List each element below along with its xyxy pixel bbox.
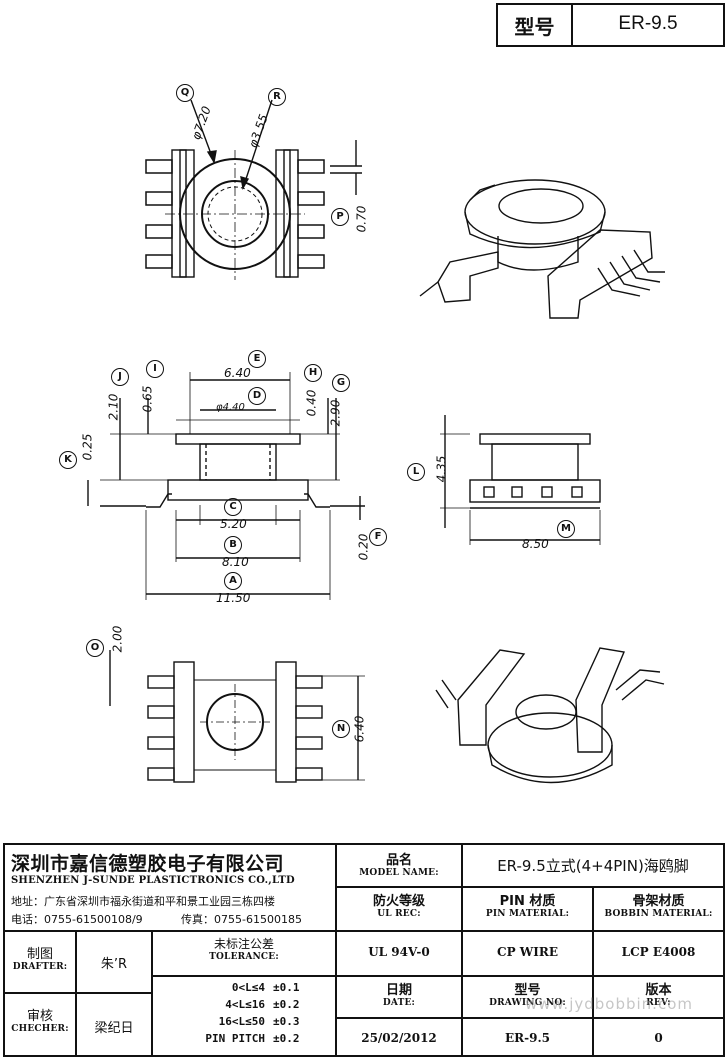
date-label: 日期 DATE: <box>337 979 461 1008</box>
dim-g: 2.90 <box>328 399 343 427</box>
model-name-cn: 品名 <box>385 853 412 868</box>
tolerance-range: 4<L≤16 <box>225 998 265 1011</box>
label-k: K <box>59 451 77 469</box>
tolerance-range: PIN PITCH <box>205 1032 265 1045</box>
label-m: M <box>557 520 575 538</box>
label-a: A <box>224 572 242 590</box>
date-en: DATE: <box>382 998 416 1008</box>
bobbin-material-value: LCP E4008 <box>621 945 696 959</box>
tolerance-value: ±0.3 <box>273 1015 300 1028</box>
checker-label: 审核 CHECHER: <box>5 1005 75 1034</box>
technical-drawing <box>87 99 665 784</box>
label-q: Q <box>176 84 194 102</box>
pin-material-cn: PIN 材质 <box>499 894 556 909</box>
company-phone: 电话：0755-61500108/9 <box>11 913 143 926</box>
dim-m: 8.50 <box>522 537 549 551</box>
dim-b: 8.10 <box>222 555 249 569</box>
dim-a: 11.50 <box>216 591 251 605</box>
front-view <box>87 372 365 600</box>
rev-en: REV: <box>646 998 671 1008</box>
drawing-no-en: DRAWING NO: <box>489 998 566 1008</box>
label-i: I <box>146 360 164 378</box>
date-cn: 日期 <box>385 983 412 998</box>
bobbin-material-cn: 骨架材质 <box>632 894 685 909</box>
dim-i: 0.65 <box>140 385 155 413</box>
label-d: D <box>248 387 266 405</box>
checker-value: 梁纪日 <box>94 1021 134 1036</box>
tolerance-value: ±0.1 <box>273 981 300 994</box>
drawing-no-value: ER-9.5 <box>505 1031 550 1045</box>
company-fax: 传真：0755-61500185 <box>181 913 302 926</box>
drawing-no-cn: 型号 <box>514 983 541 998</box>
model-name-value: ER-9.5立式(4+4PIN)海鸥脚 <box>497 857 689 875</box>
company-name-en: SHENZHEN J-SUNDE PLASTICTRONICS CO.,LTD <box>11 875 295 886</box>
ul-rec-en: UL REC: <box>377 909 421 919</box>
label-g: G <box>332 374 350 392</box>
label-c: C <box>224 498 242 516</box>
header-type-value: ER-9.5 <box>618 13 678 34</box>
label-p: P <box>331 208 349 226</box>
dim-k: 0.25 <box>80 433 95 461</box>
label-n: N <box>332 720 350 738</box>
model-name-en: MODEL NAME: <box>359 868 439 878</box>
title-block: 深圳市嘉信德塑胶电子有限公司 SHENZHEN J-SUNDE PLASTICT… <box>3 843 725 1057</box>
ul-rec-cn: 防火等级 <box>372 894 425 909</box>
rev-value: 0 <box>654 1031 663 1045</box>
company-name-cn: 深圳市嘉信德塑胶电子有限公司 <box>11 853 285 875</box>
tolerance-range: 0<L≤4 <box>231 981 265 994</box>
checker-en: CHECHER: <box>11 1024 69 1034</box>
tolerance-range: 16<L≤50 <box>218 1015 265 1028</box>
model-name-label: 品名 MODEL NAME: <box>337 849 461 878</box>
pin-material-value: CP WIRE <box>497 945 558 959</box>
drafter-value: 朱’R <box>100 957 128 972</box>
drafter-en: DRAFTER: <box>12 962 68 972</box>
model-header-box: 型号 ER-9.5 <box>496 3 725 47</box>
side-view <box>440 415 601 545</box>
label-j: J <box>111 368 129 386</box>
dim-l: 4.35 <box>434 455 449 483</box>
dim-n: 6.40 <box>352 715 367 743</box>
watermark: www.jydbobbin.com <box>525 995 693 1013</box>
dim-e: 6.40 <box>224 366 251 380</box>
drafter-cn: 制图 <box>26 947 53 962</box>
ul-value: UL 94V-0 <box>368 945 430 959</box>
header-type-label: 型号 <box>514 15 555 39</box>
dim-f: 0.20 <box>356 533 371 561</box>
rev-label: 版本 REV: <box>594 979 723 1008</box>
checker-cn: 审核 <box>26 1009 53 1024</box>
tolerance-value: ±0.2 <box>273 998 300 1011</box>
dim-d: φ4.40 <box>216 402 245 413</box>
tolerance-value: ±0.2 <box>273 1032 300 1045</box>
bobbin-material-en: BOBBIN MATERIAL: <box>604 909 713 919</box>
tolerance-en: TOLERANCE: <box>209 952 279 962</box>
dim-o: 2.00 <box>110 625 125 653</box>
pin-material-en: PIN MATERIAL: <box>485 909 570 919</box>
label-o: O <box>86 639 104 657</box>
drafter-label: 制图 DRAFTER: <box>5 943 75 972</box>
date-value: 25/02/2012 <box>361 1031 437 1045</box>
label-l: L <box>407 463 425 481</box>
company-address: 地址：广东省深圳市福永街道和平和景工业园三栋四楼 <box>11 895 275 908</box>
dim-j: 2.10 <box>106 393 121 421</box>
label-r: R <box>268 88 286 106</box>
dim-c: 5.20 <box>220 517 247 531</box>
label-b: B <box>224 536 242 554</box>
rev-cn: 版本 <box>645 983 672 998</box>
top-view <box>145 99 362 280</box>
tolerance-cn: 未标注公差 <box>213 937 274 951</box>
dim-h: 0.40 <box>304 389 319 417</box>
pin-material-label: PIN 材质 PIN MATERIAL: <box>463 890 592 919</box>
isometric-view-bottom <box>435 647 665 784</box>
ul-rec-label: 防火等级 UL REC: <box>337 890 461 919</box>
label-f: F <box>369 528 387 546</box>
label-h: H <box>304 364 322 382</box>
tolerance-label: 未标注公差 TOLERANCE: <box>153 935 335 962</box>
bobbin-material-label: 骨架材质 BOBBIN MATERIAL: <box>594 890 723 919</box>
label-e: E <box>248 350 266 368</box>
isometric-view-top <box>419 179 665 319</box>
drawing-no-label: 型号 DRAWING NO: <box>463 979 592 1008</box>
bottom-view <box>109 650 365 783</box>
dim-p: 0.70 <box>354 205 369 233</box>
